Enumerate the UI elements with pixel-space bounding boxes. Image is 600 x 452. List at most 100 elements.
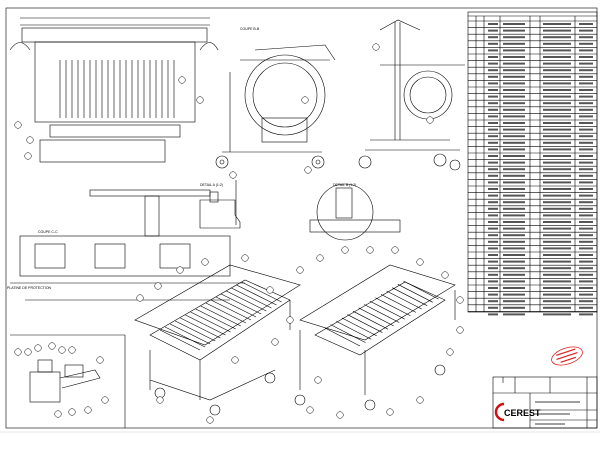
table-cell-text bbox=[579, 247, 593, 250]
callout-balloon bbox=[68, 346, 76, 354]
table-cell-text bbox=[543, 188, 571, 190]
callout-balloon bbox=[456, 326, 464, 334]
table-cell-text bbox=[488, 313, 498, 316]
callout-balloon bbox=[136, 294, 144, 302]
table-cell-text bbox=[488, 234, 498, 237]
callout-balloon bbox=[26, 136, 34, 144]
table-cell-text bbox=[579, 300, 593, 303]
table-cell-text bbox=[543, 42, 571, 45]
plan-view-cc bbox=[10, 189, 245, 301]
rib bbox=[403, 280, 439, 300]
callout-balloon bbox=[241, 254, 249, 262]
callout-balloon bbox=[441, 271, 449, 279]
rib bbox=[210, 299, 252, 321]
table-cell-text bbox=[488, 247, 498, 250]
table-cell-text bbox=[579, 102, 593, 105]
table-cell-text bbox=[488, 56, 498, 58]
table-cell-text bbox=[488, 273, 498, 276]
table-cell-text bbox=[503, 273, 525, 276]
rib bbox=[397, 284, 433, 303]
table-cell-text bbox=[503, 122, 525, 124]
table-cell-text bbox=[543, 161, 571, 164]
callout-balloon bbox=[336, 411, 344, 419]
table-cell-text bbox=[579, 280, 593, 283]
table-cell-text bbox=[488, 287, 498, 289]
callout-balloon bbox=[206, 416, 214, 424]
callout-balloon bbox=[366, 246, 374, 254]
table-cell-text bbox=[579, 115, 593, 118]
table-cell-text bbox=[543, 69, 571, 72]
table-cell-text bbox=[543, 221, 571, 223]
rib bbox=[200, 305, 241, 327]
table-cell-text bbox=[543, 300, 571, 303]
table-cell-text bbox=[503, 181, 525, 184]
callout-balloon bbox=[196, 96, 204, 104]
table-cell-text bbox=[503, 155, 525, 157]
table-cell-text bbox=[488, 49, 498, 52]
table-cell-text bbox=[579, 207, 593, 210]
table-cell-text bbox=[503, 306, 525, 309]
table-cell-text bbox=[503, 148, 525, 151]
table-cell-text bbox=[503, 234, 525, 237]
callout-balloon bbox=[266, 286, 274, 294]
rib bbox=[330, 324, 366, 343]
bill-of-materials-table bbox=[467, 11, 598, 316]
table-cell-text bbox=[503, 49, 525, 52]
table-cell-text bbox=[579, 306, 593, 309]
rib bbox=[185, 314, 226, 336]
table-cell-text bbox=[543, 49, 571, 52]
table-cell-text bbox=[488, 221, 498, 223]
callout-balloon bbox=[14, 348, 22, 356]
table-cell-text bbox=[503, 102, 525, 105]
table-cell-text bbox=[488, 174, 498, 177]
table-cell-text bbox=[543, 141, 571, 144]
table-cell-text bbox=[579, 62, 593, 65]
detail-b-view bbox=[309, 183, 401, 241]
table-cell-text bbox=[503, 69, 525, 72]
table-cell-text bbox=[579, 240, 593, 243]
callout-balloon bbox=[101, 396, 109, 404]
rib bbox=[170, 323, 211, 345]
table-cell-text bbox=[503, 23, 525, 25]
table-cell-text bbox=[503, 227, 525, 230]
table-cell-text bbox=[488, 36, 498, 39]
table-cell-text bbox=[579, 135, 593, 138]
table-cell-text bbox=[543, 95, 571, 98]
rib bbox=[352, 310, 389, 330]
table-cell-text bbox=[579, 82, 593, 85]
callout-balloon bbox=[456, 296, 464, 304]
table-cell-text bbox=[579, 287, 593, 289]
table-cell-text bbox=[579, 313, 593, 316]
callout-balloon bbox=[316, 254, 324, 262]
stamp-text bbox=[556, 348, 576, 356]
table-cell-text bbox=[488, 122, 498, 124]
table-cell-text bbox=[503, 141, 525, 144]
table-cell-text bbox=[543, 29, 571, 32]
table-cell-text bbox=[503, 174, 525, 177]
table-cell-text bbox=[488, 89, 498, 91]
table-cell-text bbox=[503, 115, 525, 118]
table-cell-text bbox=[543, 313, 571, 316]
rib bbox=[164, 326, 206, 348]
callout-balloon bbox=[24, 348, 32, 356]
callout-balloon bbox=[296, 266, 304, 274]
table-cell-text bbox=[488, 260, 498, 263]
table-cell-text bbox=[488, 62, 498, 65]
table-cell-text bbox=[503, 36, 525, 39]
table-cell-text bbox=[579, 148, 593, 151]
table-cell-text bbox=[579, 69, 593, 72]
table-cell-text bbox=[543, 75, 571, 78]
callout-balloon bbox=[96, 356, 104, 364]
table-cell-text bbox=[579, 141, 593, 144]
table-cell-text bbox=[579, 174, 593, 177]
table-cell-text bbox=[543, 254, 571, 256]
callout-balloon bbox=[201, 258, 209, 266]
table-cell-text bbox=[543, 287, 571, 289]
table-cell-text bbox=[503, 62, 525, 65]
callout-balloon bbox=[416, 258, 424, 266]
table-cell-text bbox=[488, 280, 498, 283]
table-cell-text bbox=[579, 128, 593, 131]
table-cell-text bbox=[579, 36, 593, 39]
callout-balloon bbox=[391, 246, 399, 254]
table-cell-text bbox=[503, 108, 525, 111]
